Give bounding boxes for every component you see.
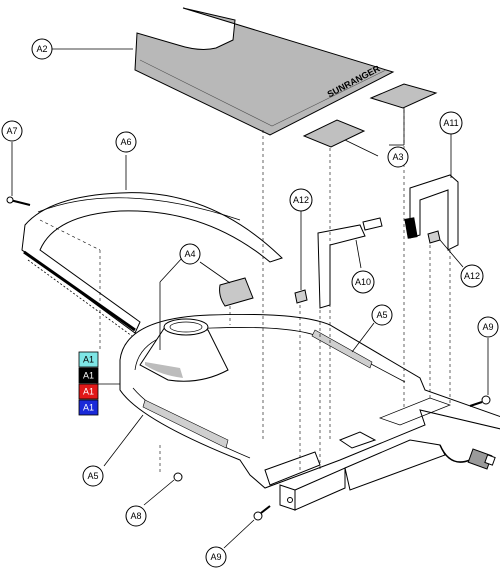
callout-a6-label: A6 — [120, 137, 131, 147]
color-key-swatch — [78, 367, 99, 384]
color-key-label: A1 — [83, 387, 94, 397]
callout-a12-left: A12 — [289, 188, 313, 212]
strap-a10 — [317, 217, 383, 309]
seat-cover-part: SUNRANGER — [134, 7, 395, 136]
callout-a12-left-label: A12 — [293, 195, 309, 205]
callout-a12-right: A12 — [460, 264, 484, 288]
color-key-label: A1 — [83, 355, 94, 365]
leader-lines — [11, 48, 489, 549]
pad-lower — [302, 119, 366, 148]
callout-a12-right-label: A12 — [464, 271, 480, 281]
screw-a8 — [173, 472, 183, 482]
callout-a9-bottom-label: A9 — [210, 552, 221, 562]
color-key-swatch — [78, 399, 99, 416]
side-strip-left — [142, 399, 229, 449]
callout-a8-label: A8 — [130, 511, 141, 521]
callout-a7-label: A7 — [6, 126, 17, 136]
callout-a3-label: A3 — [392, 152, 403, 162]
clip-right — [427, 230, 441, 244]
callout-a9-right: A9 — [477, 316, 499, 338]
handle-a11 — [404, 174, 459, 251]
callout-a5-left-label: A5 — [87, 471, 98, 481]
color-key-swatch — [78, 383, 99, 400]
color-key-label: A1 — [83, 371, 94, 381]
callout-a9-bottom: A9 — [205, 546, 227, 568]
callout-a10-label: A10 — [355, 277, 371, 287]
callout-a6: A6 — [115, 131, 137, 153]
callout-a2: A2 — [31, 38, 53, 60]
callout-a3: A3 — [387, 146, 409, 168]
callout-a5-top-label: A5 — [376, 310, 387, 320]
screw-a9-right — [469, 395, 491, 407]
callout-a4-label: A4 — [184, 249, 195, 259]
color-key-label: A1 — [83, 403, 94, 413]
callout-a11-label: A11 — [443, 118, 458, 128]
screw-a9-bottom — [253, 505, 271, 521]
callout-a9-right-label: A9 — [482, 322, 493, 332]
pad-upper — [369, 83, 438, 109]
callout-a10: A10 — [351, 270, 375, 294]
callout-a2-label: A2 — [36, 44, 47, 54]
color-key-swatch — [78, 351, 99, 368]
trim-strip-part — [21, 192, 283, 337]
cable-connector — [439, 444, 496, 470]
callout-a7: A7 — [1, 120, 23, 142]
clip-left — [294, 289, 308, 304]
callout-a8: A8 — [125, 505, 147, 527]
cup-holder-part — [139, 318, 229, 382]
screw-a7 — [6, 196, 31, 206]
callout-a11: A11 — [439, 111, 463, 135]
callout-a5-left: A5 — [82, 465, 104, 487]
cup-holder-lid — [219, 277, 254, 307]
callout-a5-top: A5 — [371, 304, 393, 326]
callout-a4: A4 — [179, 243, 201, 265]
projection-lines — [39, 110, 451, 475]
